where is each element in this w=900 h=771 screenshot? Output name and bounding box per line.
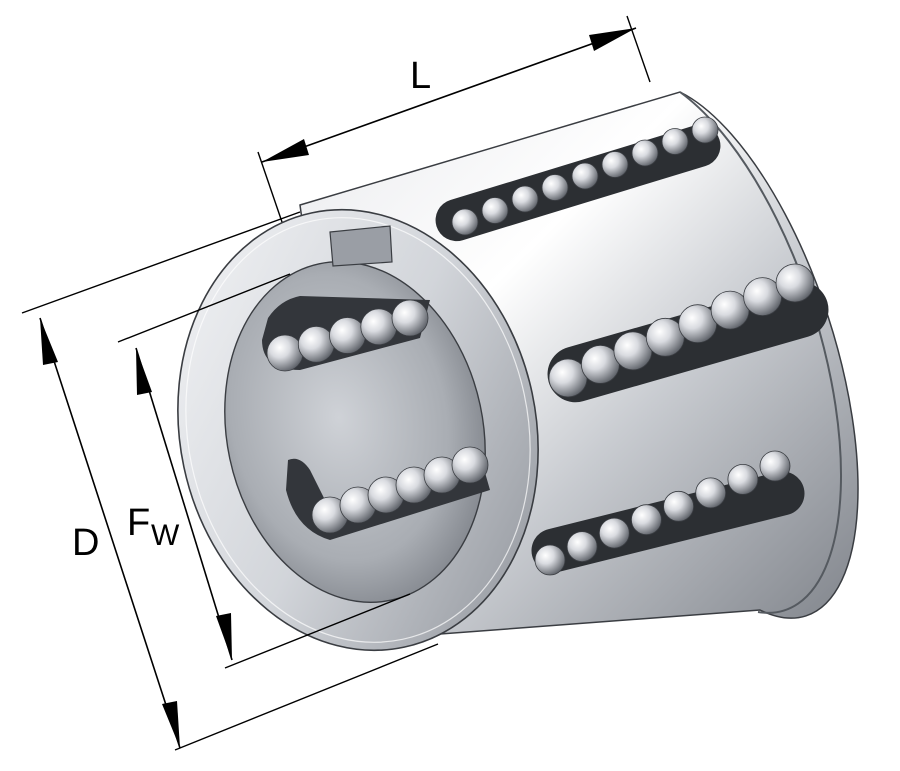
- arrow-right: [589, 28, 636, 51]
- extension-line-fw-top: [117, 273, 291, 343]
- ball: [631, 139, 659, 167]
- ball: [691, 116, 719, 144]
- ball: [661, 128, 689, 155]
- ball: [511, 185, 539, 213]
- extension-line-d-bottom: [174, 643, 439, 751]
- dimension-inner-diameter: F W: [117, 273, 411, 669]
- ball: [534, 544, 566, 576]
- arrow-fw-bottom: [216, 613, 232, 660]
- arrow-d-bottom: [162, 701, 180, 748]
- ball: [695, 477, 727, 509]
- bore: [224, 225, 490, 604]
- ball-slot-bottom: [531, 450, 805, 576]
- ball: [451, 208, 479, 236]
- ball: [571, 162, 599, 190]
- ball: [566, 531, 598, 562]
- ball: [391, 299, 429, 337]
- extension-line-left: [257, 151, 283, 223]
- label-d: D: [72, 522, 99, 564]
- extension-line-right: [626, 15, 651, 83]
- ball: [631, 504, 662, 536]
- ball-slot-middle: [547, 263, 829, 403]
- arrow-d-top: [40, 318, 58, 365]
- label-length: L: [410, 55, 431, 97]
- ball: [775, 263, 815, 303]
- dimension-line-fw: [135, 347, 233, 661]
- ball: [663, 490, 694, 522]
- extension-line-d-top: [21, 211, 301, 314]
- ball: [541, 174, 569, 201]
- arrow-fw-top: [136, 348, 152, 395]
- label-fw-sub: W: [151, 519, 180, 552]
- ball: [759, 450, 791, 482]
- ball: [451, 446, 489, 484]
- ball: [598, 517, 630, 549]
- dimension-outer-diameter: D: [21, 211, 439, 751]
- ball: [297, 325, 335, 363]
- extension-line-fw-bottom: [224, 593, 411, 669]
- key-notch: [329, 225, 393, 267]
- label-fw-main: F: [127, 502, 150, 544]
- outer-ball-rows: [435, 116, 829, 576]
- ball: [481, 197, 509, 224]
- arrow-left: [262, 139, 309, 162]
- dimension-line-d: [39, 317, 181, 749]
- inner-ball-row-lower: [286, 446, 490, 540]
- dimension-line-length: [261, 27, 637, 163]
- dimension-length: L: [257, 15, 651, 223]
- ball: [601, 151, 629, 178]
- ball: [329, 317, 366, 354]
- ball: [360, 308, 398, 346]
- inner-ball-row-upper: [262, 296, 430, 372]
- ball: [266, 334, 304, 372]
- ball-slot-top: [435, 116, 721, 242]
- ball: [727, 463, 759, 495]
